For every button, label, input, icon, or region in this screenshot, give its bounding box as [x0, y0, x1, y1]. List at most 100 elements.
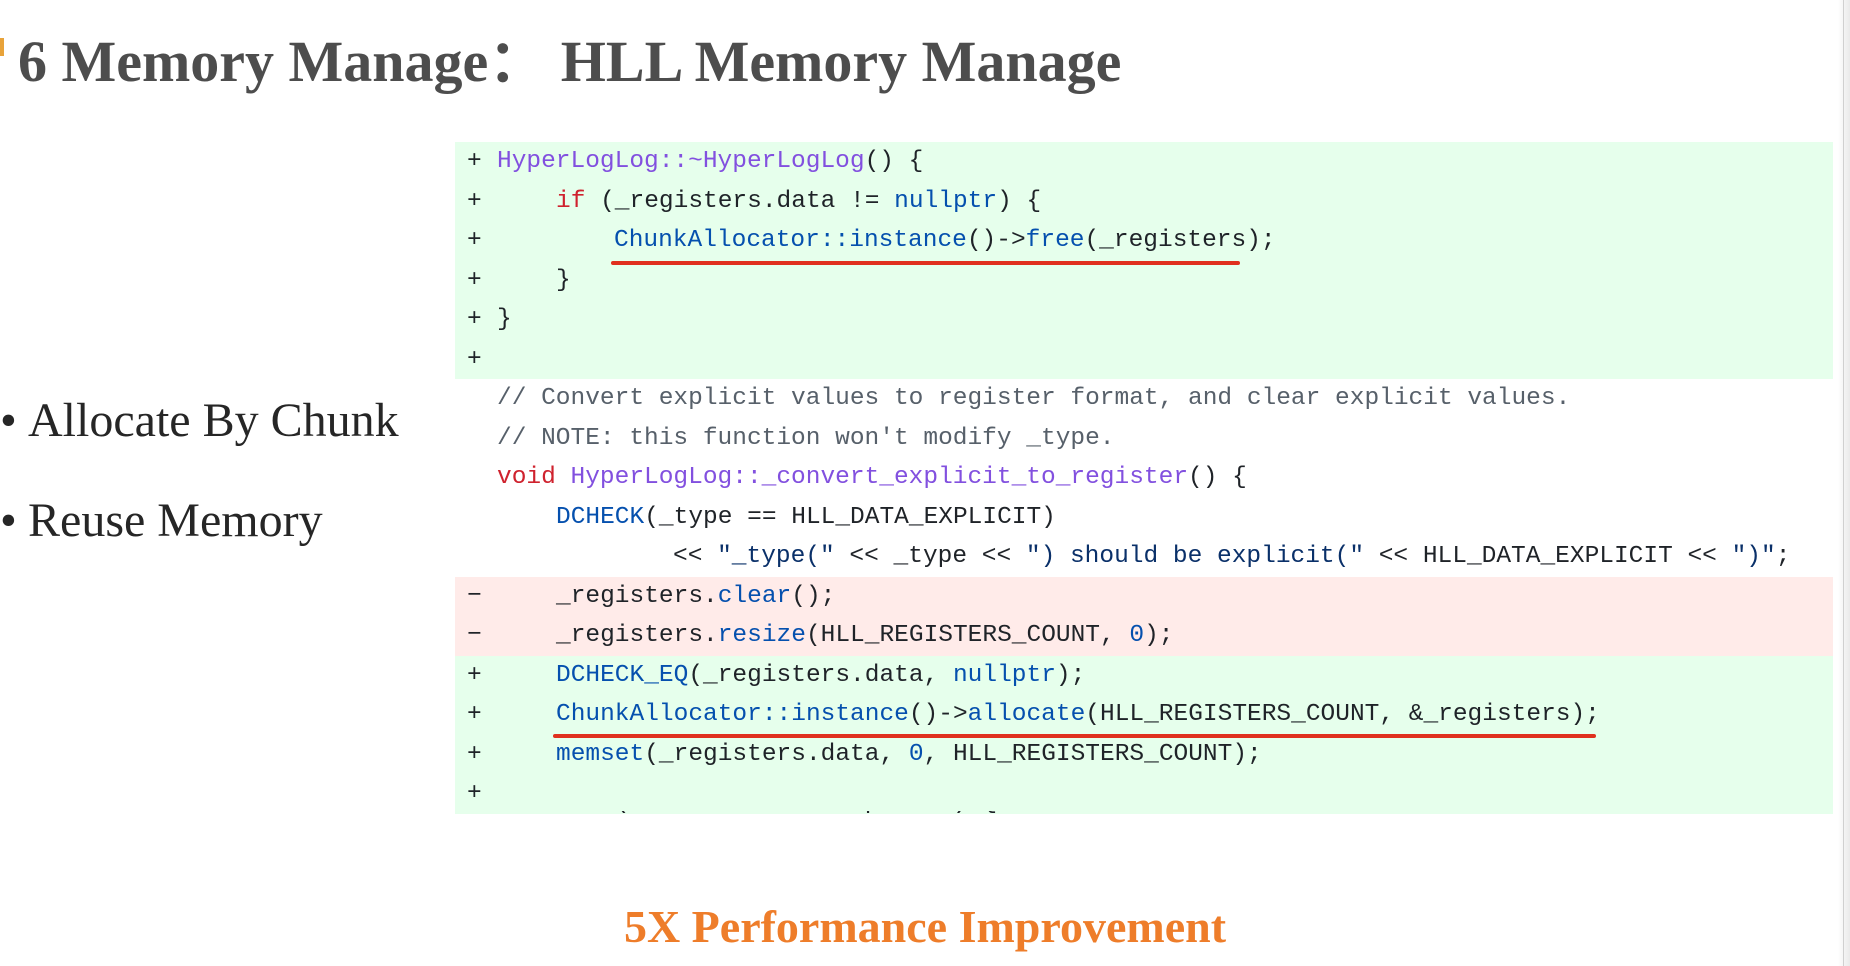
code-token: resize [717, 622, 806, 649]
slide-edge-shadow [1838, 0, 1850, 966]
code-token: << HLL_DATA_EXPLICIT << [1364, 543, 1732, 570]
diff-sign: + [467, 148, 482, 175]
diff-sign: + [467, 345, 482, 373]
code-token: 0 [908, 740, 924, 768]
diff-line-added: + } [455, 260, 1833, 300]
diff-sign: − [467, 582, 482, 610]
code-text: DCHECK_EQ(_registers.data, nullptr); [497, 656, 1085, 696]
bullet-text: Allocate By Chunk [28, 394, 399, 447]
code-text: ChunkAllocator::instance()->allocate(HLL… [497, 695, 1600, 735]
diff-sign: − [467, 622, 482, 649]
code-token: if [556, 187, 586, 215]
code-token: allocate [967, 701, 1086, 728]
code-text: for (auto value : _explicit) { [497, 811, 997, 822]
code-token: ) { [997, 187, 1042, 215]
diff-line-added: + DCHECK_EQ(_registers.data, nullptr); [455, 655, 1833, 696]
diff-sign: + [467, 701, 482, 728]
code-token: HyperLogLog::~HyperLogLog [497, 148, 865, 175]
diff-line-removed: − _registers.clear(); [455, 576, 1833, 617]
code-token: , HLL_REGISTERS_COUNT); [923, 740, 1262, 768]
diff-sign: + [467, 306, 482, 333]
bullet-list: •Allocate By Chunk •Reuse Memory [0, 392, 399, 592]
diff-line-removed: − _registers.resize(HLL_REGISTERS_COUNT,… [455, 616, 1833, 656]
code-token: ); [1055, 661, 1086, 689]
code-token: ChunkAllocator::instance [556, 701, 909, 728]
code-token: free [1025, 227, 1085, 254]
code-token: DCHECK_EQ [556, 661, 689, 689]
code-token: (_registers.data, [688, 661, 953, 689]
code-text: void HyperLogLog::_convert_explicit_to_r… [497, 458, 1247, 498]
code-diff-panel: + HyperLogLog::~HyperLogLog() { + if (_r… [455, 142, 1833, 822]
diff-line-added: + ChunkAllocator::instance()->free(_regi… [455, 221, 1833, 261]
code-token: () { [864, 148, 924, 175]
code-token: nullptr [894, 187, 998, 215]
bullet-item: •Reuse Memory [0, 492, 399, 592]
bullet-marker: • [0, 394, 17, 447]
code-token: clear [717, 582, 792, 610]
code-text: } [497, 306, 512, 333]
code-text: if (_registers.data != nullptr) { [497, 182, 1041, 222]
diff-sign: + [467, 187, 482, 215]
code-token: (); [791, 582, 836, 610]
code-token: << [673, 543, 718, 570]
code-token: ()-> [908, 701, 968, 728]
highlight-underline-free [611, 261, 1240, 265]
diff-line-added: + memset(_registers.data, 0, HLL_REGISTE… [455, 734, 1833, 775]
code-token: ()-> [966, 227, 1026, 254]
diff-line-context: void HyperLogLog::_convert_explicit_to_r… [455, 458, 1833, 498]
diff-line-context: // Convert explicit values to register f… [455, 379, 1833, 419]
code-token: (_registers.data, [644, 740, 909, 768]
code-token: _registers. [556, 622, 718, 649]
slide-title: 6 Memory Manage： HLL Memory Manage [18, 29, 1122, 94]
diff-line-added: + } [455, 300, 1833, 340]
code-token: "_type(" [717, 543, 835, 570]
code-token: (HLL_REGISTERS_COUNT, &_registers); [1085, 701, 1600, 728]
code-token: HyperLogLog::_convert_explicit_to_regist… [570, 464, 1189, 491]
performance-note: 5X Performance Improvement [623, 901, 1227, 952]
code-token: _registers. [556, 582, 718, 610]
code-token: ); [1144, 622, 1174, 649]
code-token: (_type == HLL_DATA_EXPLICIT) [644, 503, 1056, 531]
diff-line-added: + HyperLogLog::~HyperLogLog() { [455, 142, 1833, 182]
code-text: } [556, 266, 571, 294]
diff-line-context: << "_type(" << _type << ") should be exp… [455, 537, 1833, 577]
code-token: ChunkAllocator::instance [614, 227, 967, 254]
bullet-marker: • [0, 494, 17, 547]
code-token: ")" [1731, 543, 1776, 570]
code-token: void [497, 464, 556, 491]
code-token: (_registers.data != [585, 187, 895, 215]
code-comment: // NOTE: this function won't modify _typ… [497, 424, 1115, 452]
code-token: () { [1188, 464, 1247, 491]
code-token: memset [556, 740, 645, 768]
code-text: _registers.clear(); [497, 577, 835, 617]
code-token: DCHECK [556, 503, 645, 531]
code-token: << _type << [834, 543, 1026, 570]
bullet-text: Reuse Memory [28, 494, 323, 547]
code-text: HyperLogLog::~HyperLogLog() { [497, 142, 923, 182]
code-text: _registers.resize(HLL_REGISTERS_COUNT, 0… [497, 616, 1174, 656]
code-token: ") should be explicit(" [1025, 543, 1365, 570]
highlight-underline-allocate [553, 734, 1596, 738]
diff-line-added: + [455, 774, 1833, 814]
diff-line-cutoff: for (auto value : _explicit) { [455, 811, 1833, 822]
diff-line-added: + ChunkAllocator::instance()->allocate(H… [455, 695, 1833, 735]
diff-sign: + [467, 227, 482, 254]
diff-line-context: // NOTE: this function won't modify _typ… [455, 419, 1833, 459]
code-token: 0 [1129, 622, 1145, 649]
diff-sign: + [467, 266, 482, 294]
diff-line-context: DCHECK(_type == HLL_DATA_EXPLICIT) [455, 498, 1833, 538]
diff-line-added: + [455, 339, 1833, 379]
title-accent-mark [0, 38, 4, 56]
code-comment: // Convert explicit values to register f… [497, 385, 1571, 412]
code-text: ChunkAllocator::instance()->free(_regist… [497, 221, 1276, 261]
slide-edge-line [1843, 0, 1844, 966]
diff-sign: + [467, 780, 482, 807]
code-text: memset(_registers.data, 0, HLL_REGISTERS… [497, 735, 1262, 775]
code-token: (_registers); [1084, 227, 1276, 254]
code-token: (HLL_REGISTERS_COUNT, [805, 622, 1130, 649]
diff-line-added: + if (_registers.data != nullptr) { [455, 181, 1833, 222]
diff-sign: + [467, 661, 482, 689]
bullet-item: •Allocate By Chunk [0, 392, 399, 492]
code-token: nullptr [952, 661, 1056, 689]
diff-sign: + [467, 740, 482, 768]
